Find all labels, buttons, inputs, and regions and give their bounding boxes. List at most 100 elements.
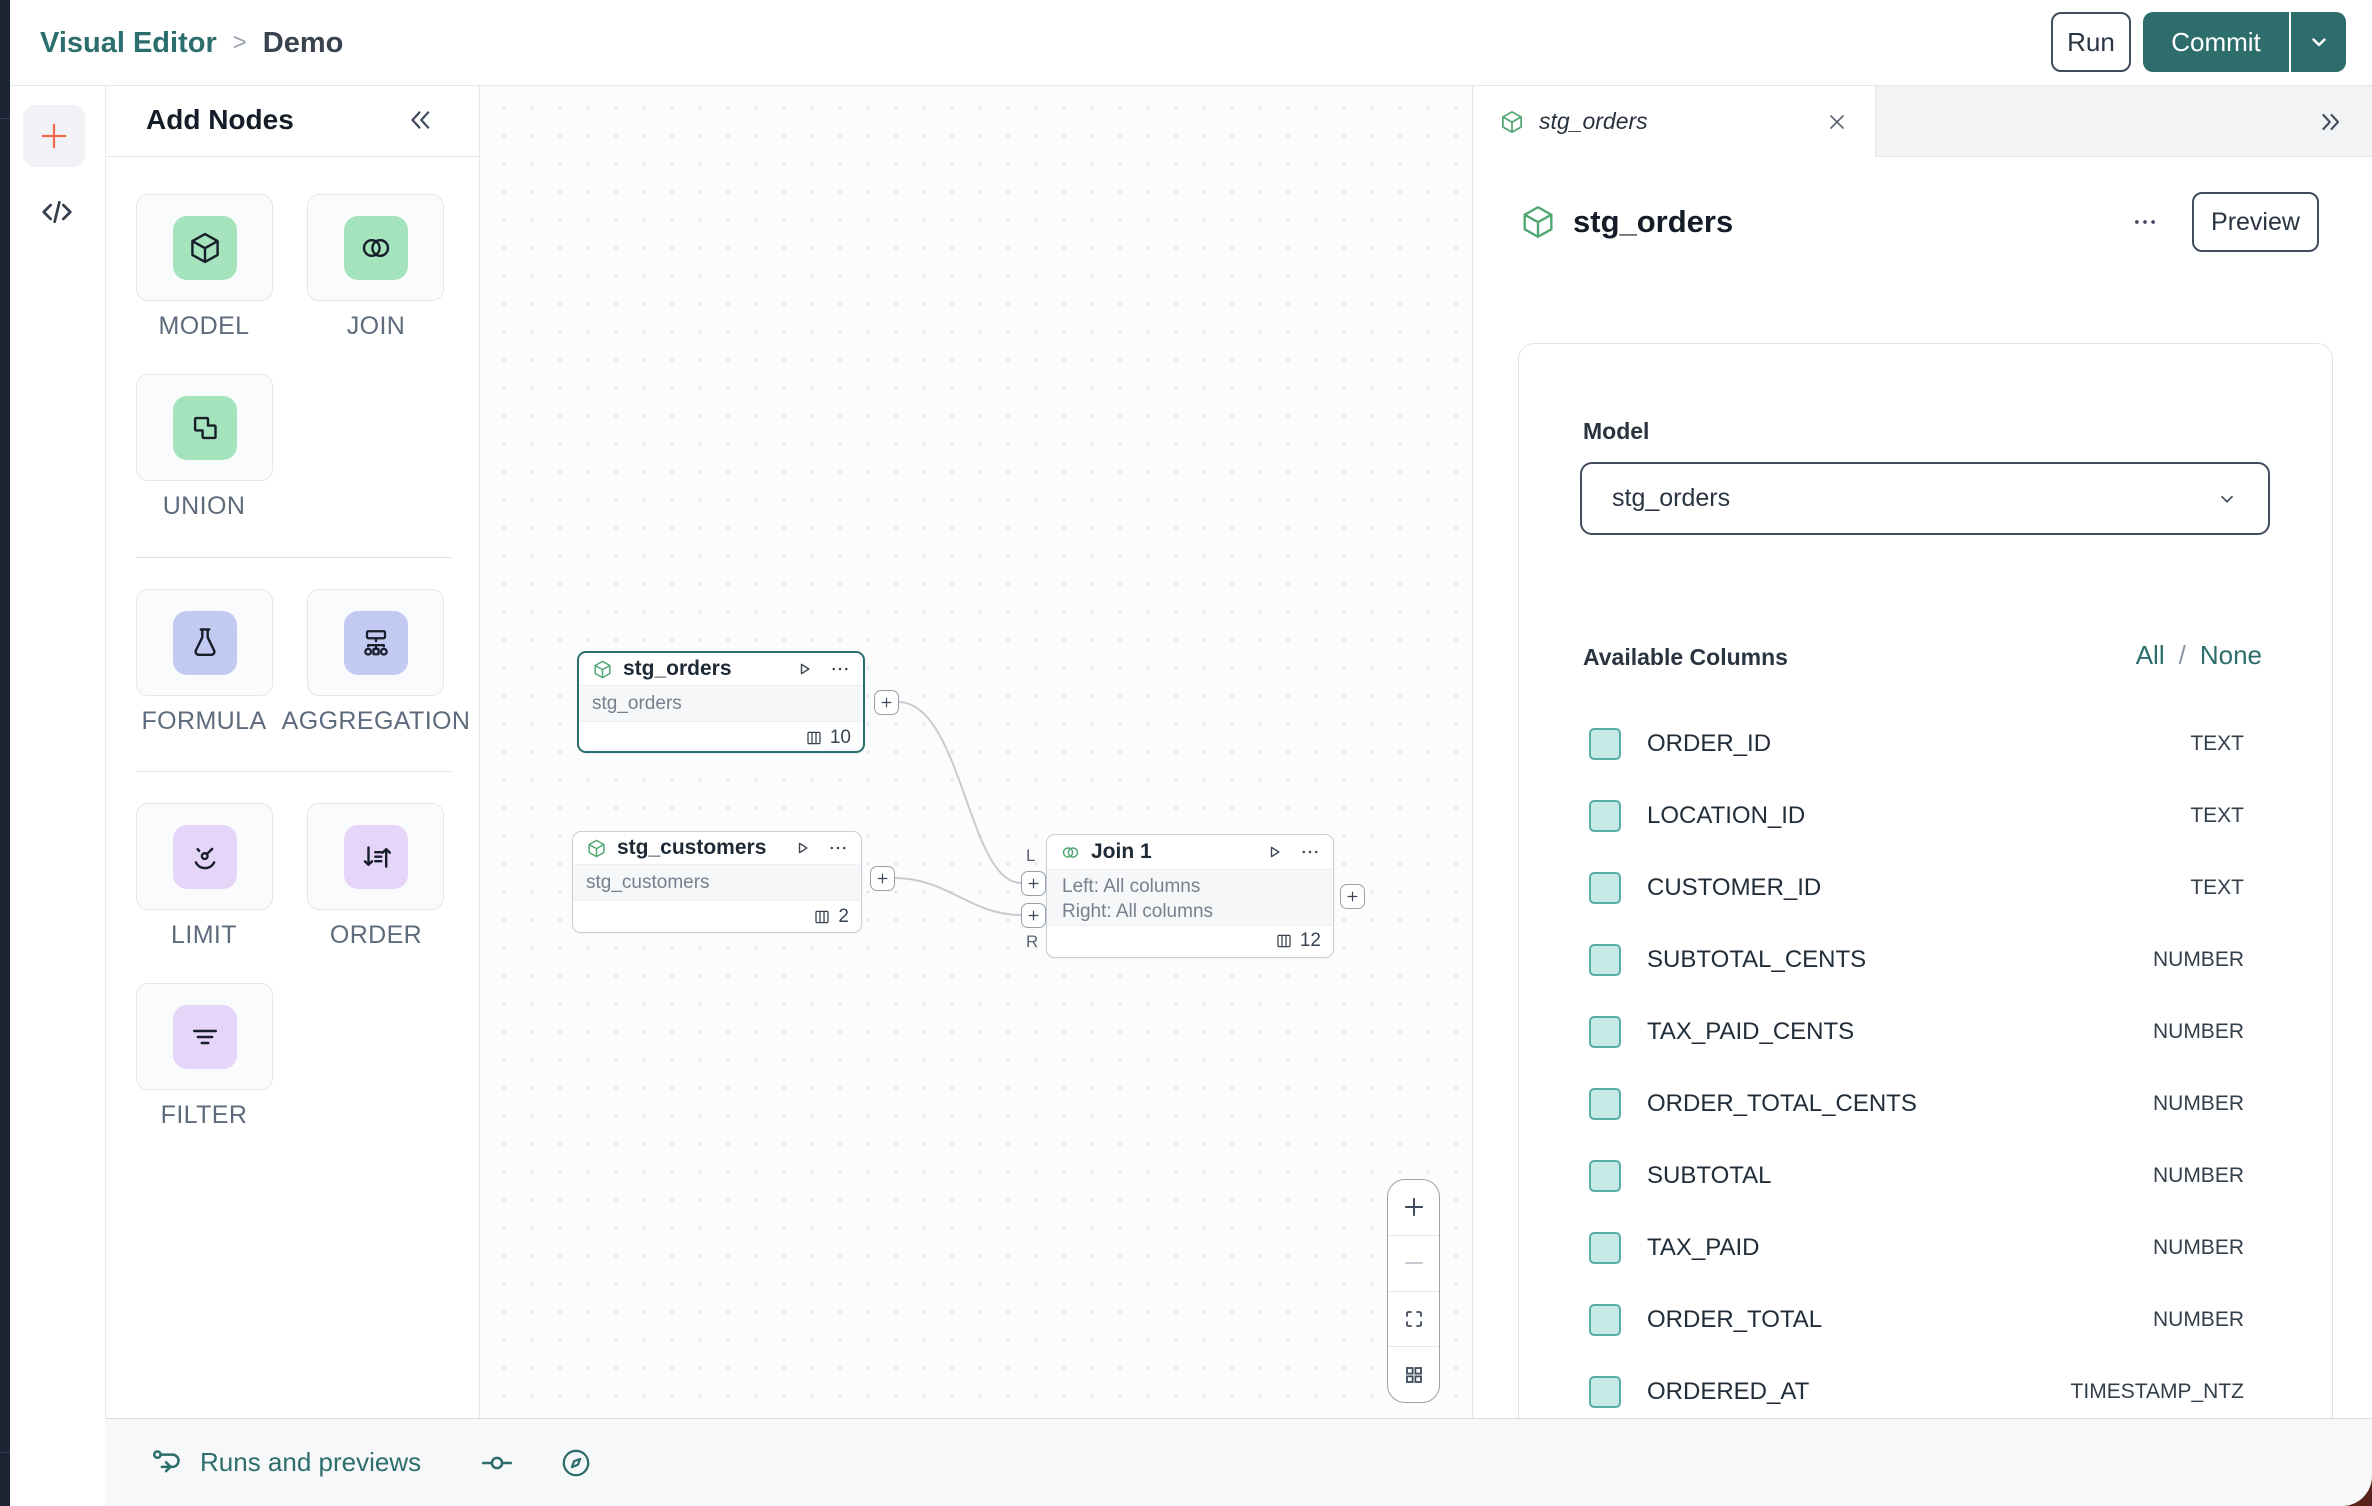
join-left-input-port[interactable] bbox=[1021, 871, 1046, 896]
preview-button[interactable]: Preview bbox=[2192, 192, 2319, 252]
close-icon[interactable] bbox=[1825, 110, 1849, 134]
collapse-panel-button[interactable] bbox=[398, 98, 442, 142]
commit-node-icon[interactable] bbox=[479, 1445, 515, 1481]
plus-icon bbox=[1027, 877, 1040, 890]
collapse-inspector-button[interactable] bbox=[2310, 102, 2352, 142]
node-config-card: Model stg_orders Available Columns All /… bbox=[1518, 343, 2333, 1506]
commit-dropdown-button[interactable] bbox=[2291, 12, 2346, 72]
columns-icon bbox=[813, 908, 831, 926]
join-right-input-port[interactable] bbox=[1021, 903, 1046, 928]
select-links-separator: / bbox=[2178, 640, 2186, 670]
top-header: Visual Editor > Demo Run Commit bbox=[10, 0, 2372, 86]
sidebar-divider bbox=[0, 1452, 10, 1453]
code-view-button[interactable] bbox=[35, 192, 79, 232]
column-checkbox[interactable] bbox=[1589, 1304, 1621, 1336]
output-port-stg-orders[interactable] bbox=[874, 690, 899, 715]
collapsed-app-sidebar bbox=[0, 0, 10, 1506]
select-none-link[interactable]: None bbox=[2199, 640, 2262, 670]
grid-icon bbox=[1402, 1363, 1426, 1387]
model-select[interactable]: stg_orders bbox=[1580, 462, 2270, 535]
palette-item-limit[interactable] bbox=[136, 803, 273, 910]
sort-arrows-icon bbox=[358, 839, 394, 875]
palette-item-union[interactable] bbox=[136, 374, 273, 481]
palette-item-formula[interactable] bbox=[136, 589, 273, 696]
more-options-icon[interactable] bbox=[828, 838, 848, 858]
palette-item-aggregation[interactable] bbox=[307, 589, 444, 696]
zoom-out-button[interactable] bbox=[1388, 1234, 1439, 1291]
column-row: LOCATION_ID TEXT bbox=[1519, 780, 2332, 852]
column-checkbox[interactable] bbox=[1589, 1088, 1621, 1120]
column-type: NUMBER bbox=[2152, 1092, 2244, 1115]
column-checkbox[interactable] bbox=[1589, 1232, 1621, 1264]
add-nodes-title: Add Nodes bbox=[146, 104, 294, 135]
node-stg-orders[interactable]: stg_orders stg_orders 10 bbox=[577, 651, 865, 753]
node-join-1[interactable]: Join 1 Left: All columns Right: All colu… bbox=[1046, 834, 1334, 958]
palette-item-order[interactable] bbox=[307, 803, 444, 910]
column-type: TEXT bbox=[2190, 876, 2244, 899]
column-checkbox[interactable] bbox=[1589, 872, 1621, 904]
run-button[interactable]: Run bbox=[2051, 12, 2131, 72]
sort-arrows-icon-tile bbox=[343, 824, 408, 889]
more-options-icon[interactable] bbox=[2124, 201, 2166, 243]
add-nodes-panel: Add Nodes MODEL JOIN UNION bbox=[105, 86, 480, 1418]
output-port-join-1[interactable] bbox=[1340, 884, 1365, 909]
column-checkbox[interactable] bbox=[1589, 1376, 1621, 1408]
cube-icon bbox=[586, 838, 607, 859]
palette-item-limit-label: LIMIT bbox=[171, 921, 237, 949]
inspector-tabbar: stg_orders bbox=[1473, 86, 2372, 157]
node-stg-customers[interactable]: stg_customers stg_customers 2 bbox=[572, 831, 862, 933]
breadcrumb-root-link[interactable]: Visual Editor bbox=[40, 26, 217, 59]
runs-and-previews-button[interactable]: Runs and previews bbox=[200, 1447, 422, 1477]
tab-stg-orders[interactable]: stg_orders bbox=[1473, 86, 1876, 157]
palette-item-order-label: ORDER bbox=[329, 921, 423, 949]
palette-item-model-label: MODEL bbox=[158, 312, 250, 340]
sitemap-icon-tile bbox=[343, 610, 408, 675]
column-name: TAX_PAID bbox=[1647, 1234, 1760, 1261]
tool-rail bbox=[10, 86, 105, 1506]
columns-icon bbox=[805, 729, 823, 747]
palette-item-filter[interactable] bbox=[136, 983, 273, 1090]
status-bar: Runs and previews bbox=[105, 1418, 2372, 1506]
add-node-tool-button[interactable] bbox=[23, 105, 85, 167]
route-icon[interactable] bbox=[149, 1445, 185, 1481]
edges-layer bbox=[893, 701, 1022, 916]
join-circles-icon bbox=[1060, 842, 1081, 863]
commit-button[interactable]: Commit bbox=[2171, 26, 2261, 57]
column-name: ORDERED_AT bbox=[1647, 1378, 1810, 1405]
column-row: SUBTOTAL_CENTS NUMBER bbox=[1519, 924, 2332, 996]
cube-icon bbox=[1499, 109, 1525, 135]
fullscreen-icon bbox=[1402, 1307, 1426, 1331]
column-name: ORDER_TOTAL_CENTS bbox=[1647, 1090, 1917, 1117]
compass-icon[interactable] bbox=[559, 1446, 593, 1480]
plus-icon bbox=[36, 118, 72, 154]
palette-item-model[interactable] bbox=[136, 194, 273, 301]
play-icon[interactable] bbox=[792, 838, 812, 858]
join-left-port-label: L bbox=[1026, 846, 1036, 865]
play-icon[interactable] bbox=[794, 659, 814, 679]
column-checkbox[interactable] bbox=[1589, 1016, 1621, 1048]
join-circles-icon bbox=[358, 230, 394, 266]
more-options-icon[interactable] bbox=[1300, 842, 1320, 862]
flow-canvas[interactable]: stg_orders stg_orders 10 bbox=[480, 86, 1472, 1418]
select-all-link[interactable]: All bbox=[2135, 640, 2165, 670]
column-checkbox[interactable] bbox=[1589, 1160, 1621, 1192]
output-port-stg-customers[interactable] bbox=[870, 866, 895, 891]
node-header: stg_customers bbox=[573, 832, 861, 865]
column-name: LOCATION_ID bbox=[1647, 802, 1806, 829]
canvas-zoom-controls bbox=[1387, 1179, 1440, 1403]
column-checkbox[interactable] bbox=[1589, 944, 1621, 976]
play-icon[interactable] bbox=[1264, 842, 1284, 862]
fit-view-button[interactable] bbox=[1388, 1290, 1439, 1347]
breadcrumb: Visual Editor > Demo bbox=[40, 0, 343, 86]
chevrons-left-icon bbox=[403, 105, 437, 135]
union-shapes-icon bbox=[187, 410, 223, 446]
palette-item-join[interactable] bbox=[307, 194, 444, 301]
zoom-in-button[interactable] bbox=[1388, 1180, 1439, 1235]
column-row: CUSTOMER_ID TEXT bbox=[1519, 852, 2332, 924]
layout-grid-button[interactable] bbox=[1388, 1346, 1439, 1402]
palette-group-divider bbox=[136, 771, 451, 772]
column-checkbox[interactable] bbox=[1589, 800, 1621, 832]
column-checkbox[interactable] bbox=[1589, 728, 1621, 760]
gauge-icon-tile bbox=[172, 824, 237, 889]
more-options-icon[interactable] bbox=[830, 659, 850, 679]
